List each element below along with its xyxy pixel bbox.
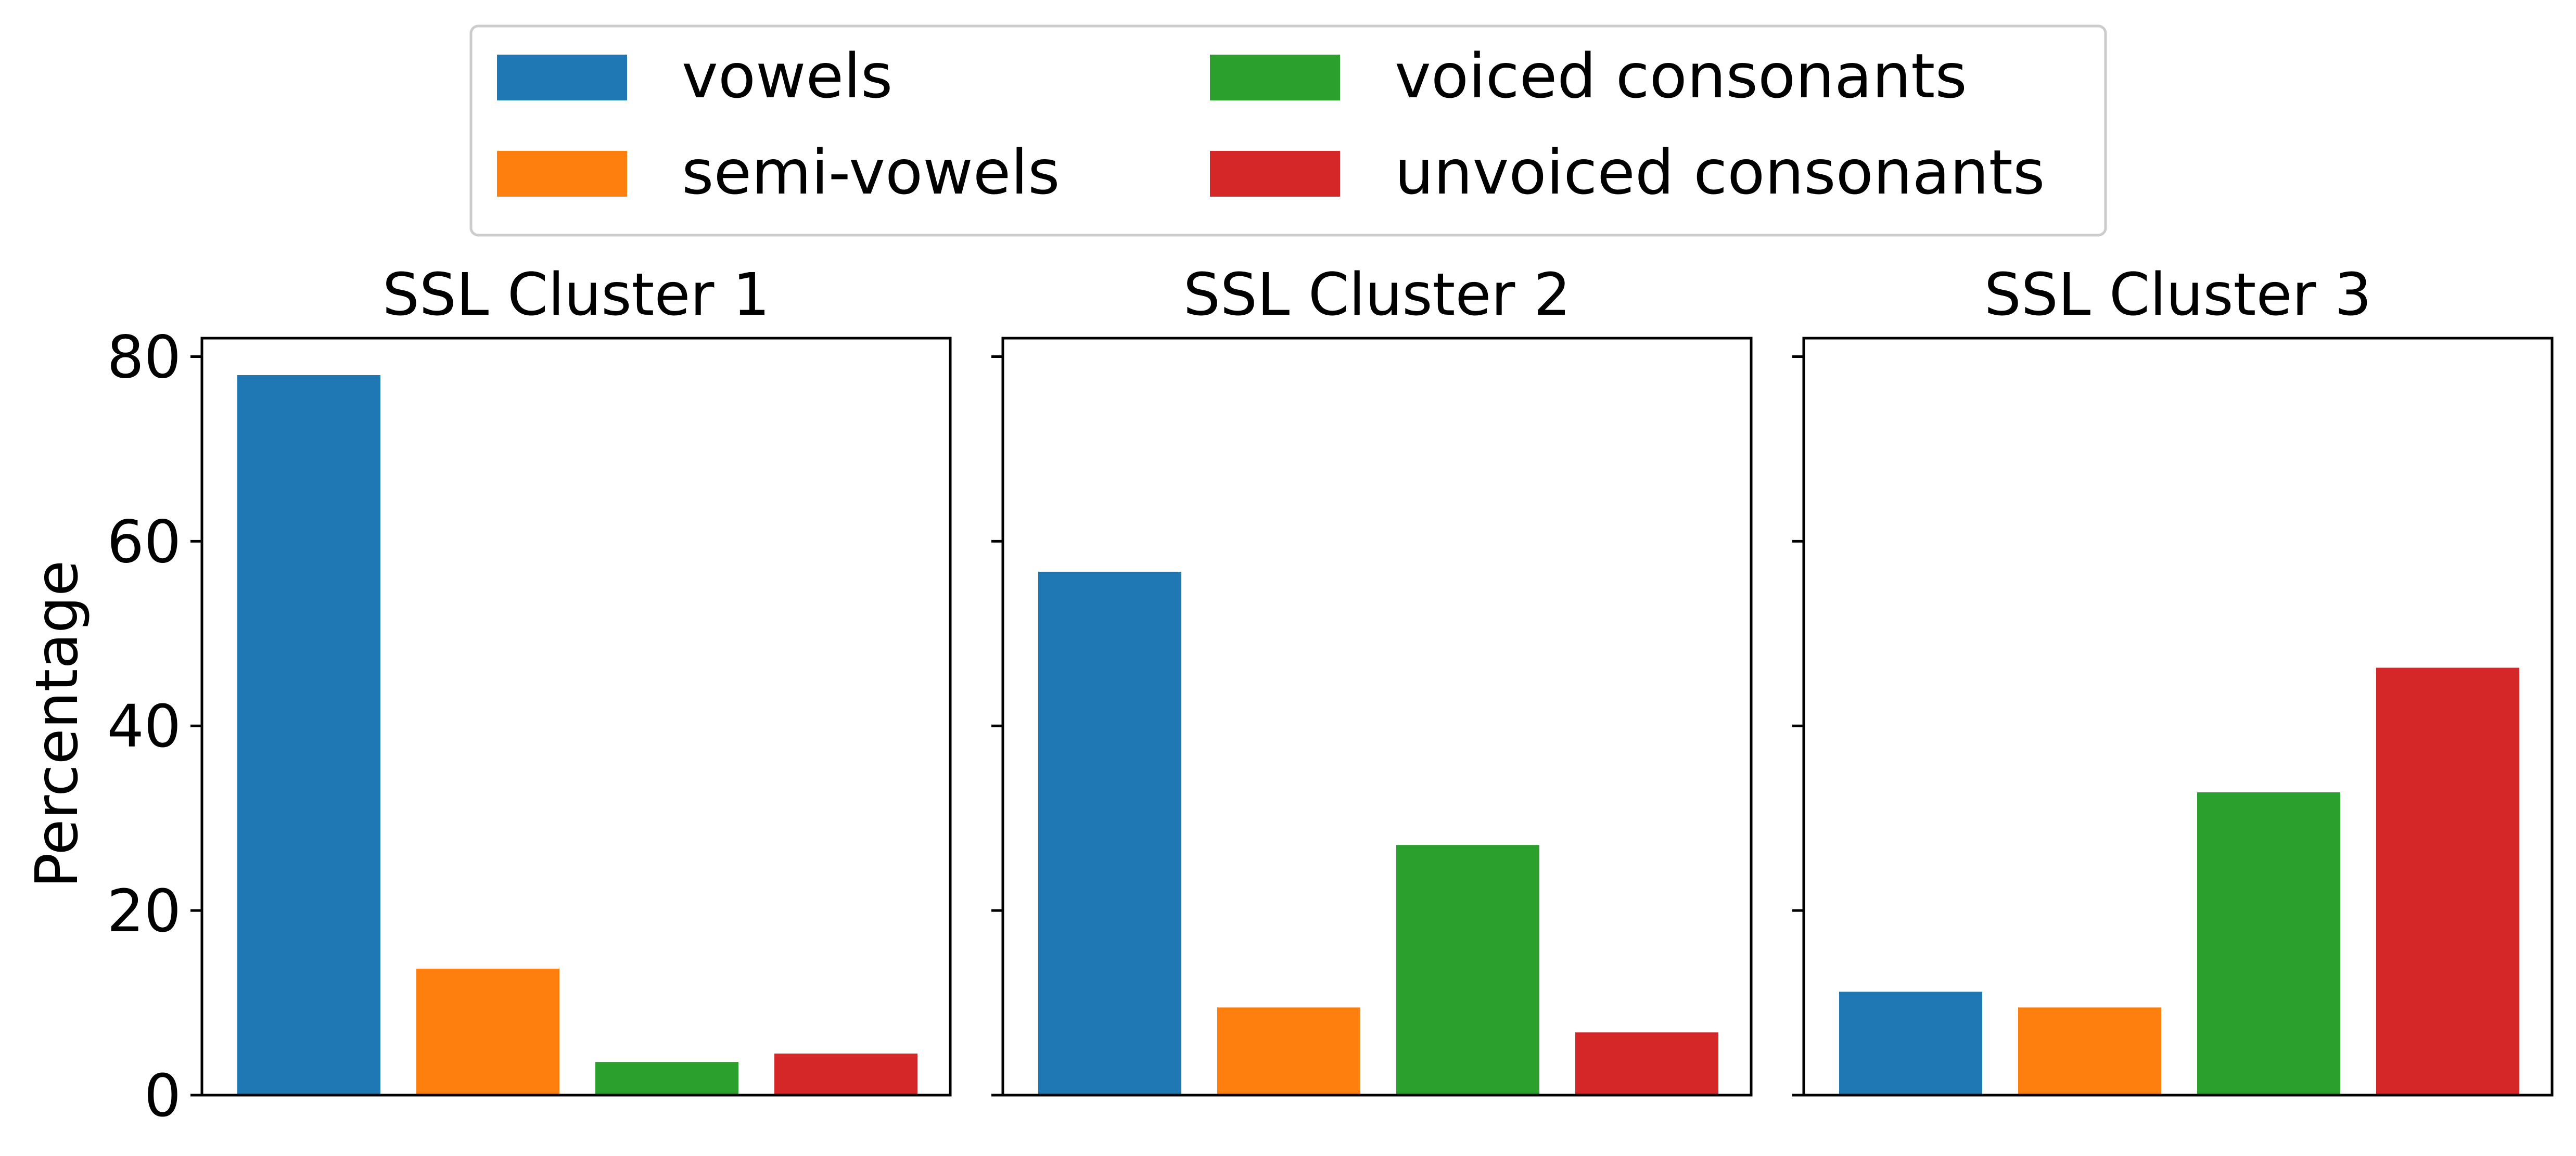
- legend-frame: [469, 24, 2107, 237]
- bar-semi-vowels: [416, 968, 559, 1095]
- bar-vowels: [1038, 571, 1181, 1095]
- legend-label-voiced-consonants: voiced consonants: [1395, 40, 1967, 112]
- panel-frame: [1802, 337, 2554, 1097]
- panel-frame: [1001, 337, 1753, 1097]
- panel-title: SSL Cluster 1: [382, 261, 770, 329]
- legend-swatch-vowels: [497, 55, 627, 100]
- panel-title: SSL Cluster 3: [1984, 261, 2372, 329]
- bar-unvoiced-consonants: [1575, 1032, 1718, 1095]
- legend-label-vowels: vowels: [682, 40, 892, 112]
- bar-vowels: [1839, 992, 1982, 1095]
- bar-voiced-consonants: [2197, 792, 2340, 1095]
- y-axis-label: Percentage: [23, 560, 91, 888]
- bar-semi-vowels: [1217, 1007, 1360, 1095]
- panel-3: SSL Cluster 3: [1792, 261, 2554, 1097]
- y-tick-label: 20: [107, 878, 181, 945]
- y-tick-label: 0: [144, 1062, 181, 1130]
- bar-unvoiced-consonants: [2376, 667, 2519, 1095]
- legend-label-semi-vowels: semi-vowels: [682, 136, 1060, 208]
- bar-unvoiced-consonants: [774, 1054, 917, 1095]
- legend-label-unvoiced-consonants: unvoiced consonants: [1395, 136, 2045, 208]
- bar-semi-vowels: [2018, 1007, 2161, 1095]
- legend: vowels semi-vowels voiced consonants unvoic…: [469, 24, 2107, 237]
- y-tick-label: 40: [107, 693, 181, 761]
- panel-1: SSL Cluster 1 0 20 40 60 80: [107, 261, 952, 1130]
- panel-frame: [200, 337, 952, 1097]
- bar-voiced-consonants: [595, 1062, 738, 1095]
- panel-title: SSL Cluster 2: [1183, 261, 1571, 329]
- panel-2: SSL Cluster 2: [991, 261, 1753, 1097]
- legend-swatch-voiced-consonants: [1210, 55, 1340, 100]
- bar-vowels: [237, 375, 380, 1095]
- bar-voiced-consonants: [1396, 845, 1539, 1095]
- y-tick-label: 80: [107, 324, 181, 391]
- legend-swatch-unvoiced-consonants: [1210, 151, 1340, 197]
- legend-swatch-semi-vowels: [497, 151, 627, 197]
- y-tick-label: 60: [107, 508, 181, 576]
